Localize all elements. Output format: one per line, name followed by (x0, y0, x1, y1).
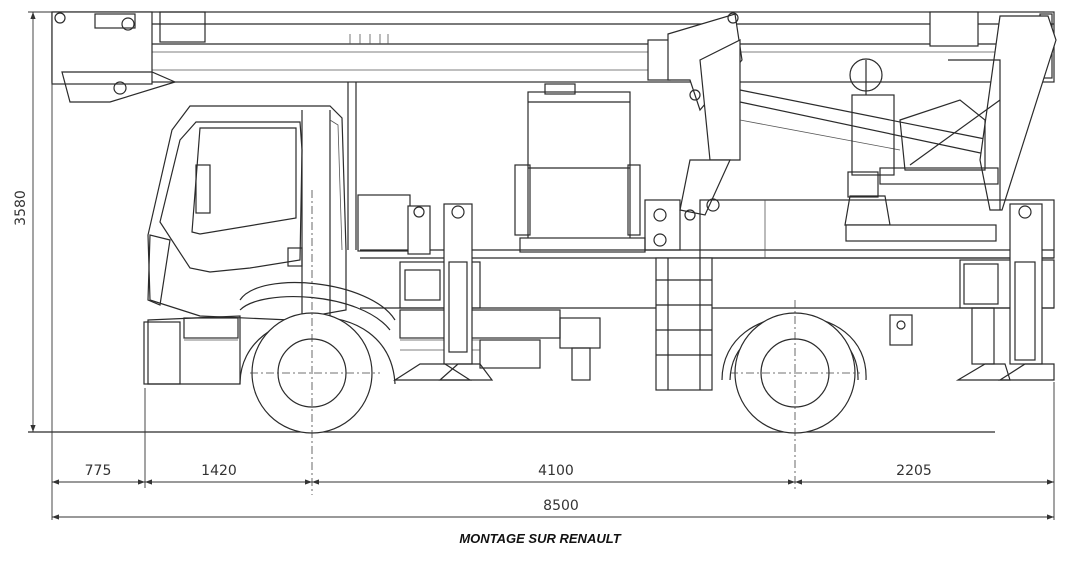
stabilizer-front (392, 203, 494, 381)
boom (51, 11, 1055, 250)
height-label: 3580 (13, 190, 29, 226)
dimension-total-length: 8500 (543, 498, 579, 514)
turntable (844, 15, 1057, 242)
height-dimension: 3580 (13, 11, 52, 432)
stabilizer-rear (955, 203, 1055, 381)
cab (143, 105, 396, 385)
dimension-front-overhang: 775 (85, 463, 112, 479)
drawing-caption: MONTAGE SUR RENAULT (459, 531, 621, 546)
dimension-wheelbase: 4100 (538, 463, 574, 479)
basket-stowed (514, 83, 681, 253)
length-dimensions: 775 1420 4100 2205 8500 (51, 84, 1055, 520)
ladder (655, 257, 713, 391)
boom-arm (667, 12, 991, 221)
dimension-cab-to-axle: 1420 (201, 463, 237, 479)
dimension-rear-overhang: 2205 (896, 463, 932, 479)
